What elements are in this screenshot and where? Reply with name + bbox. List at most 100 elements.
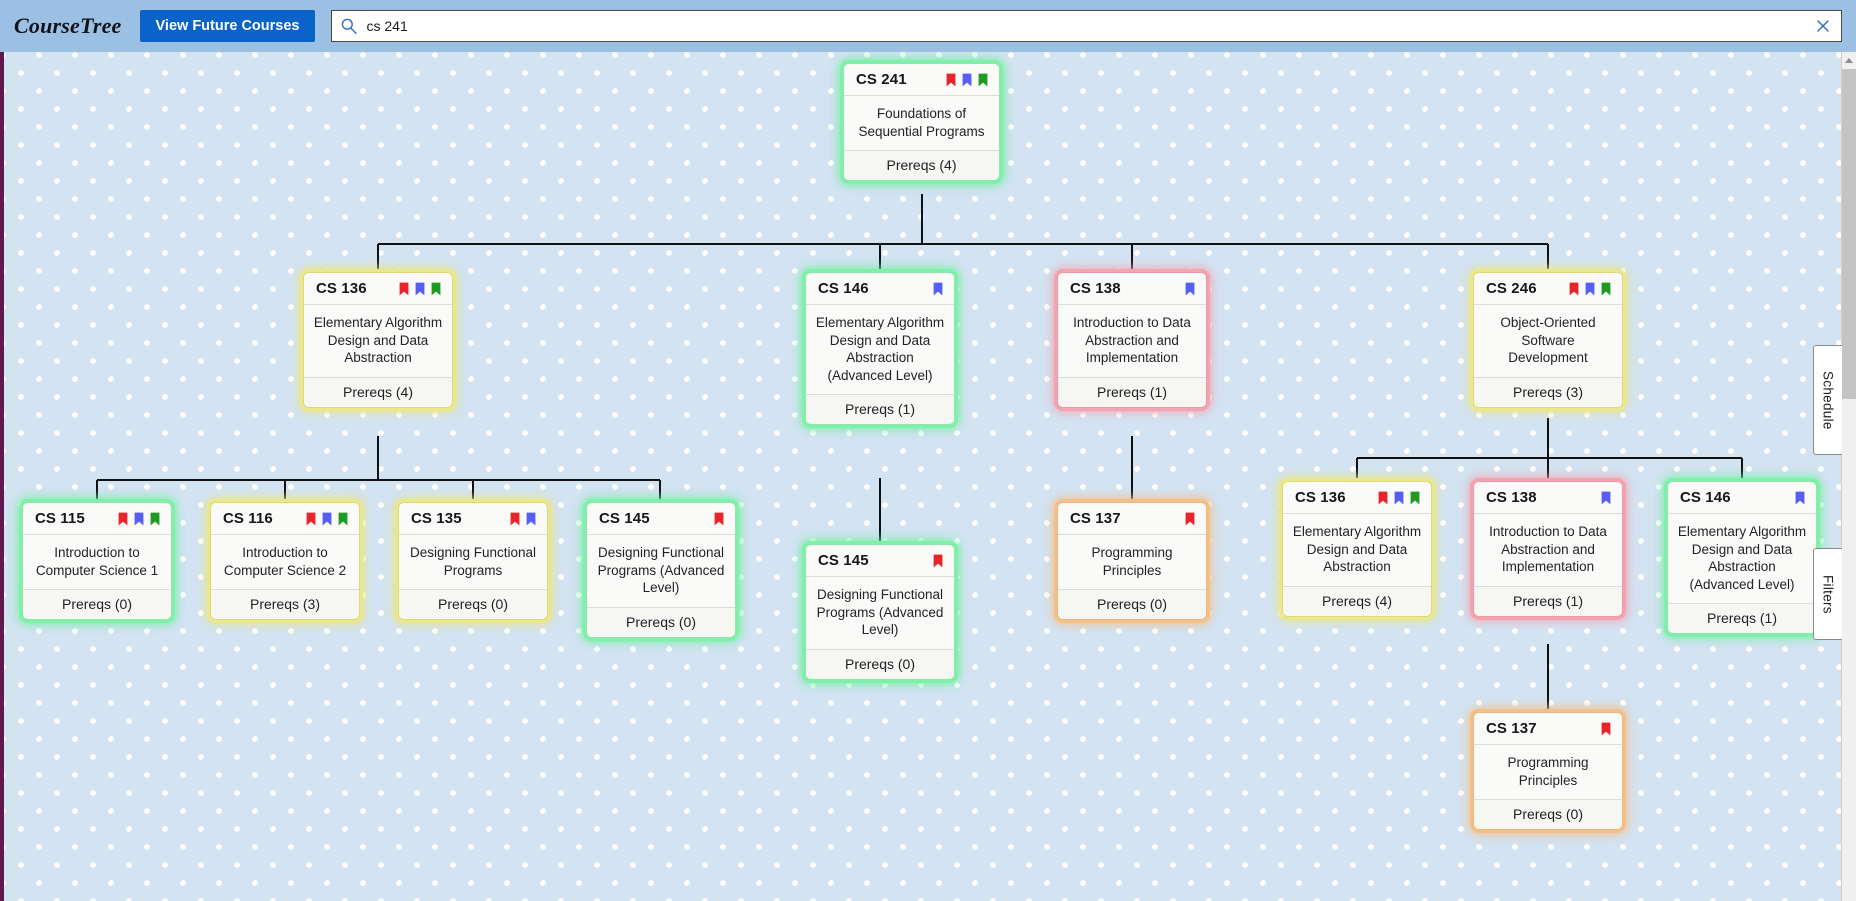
course-code: CS 246: [1486, 280, 1537, 297]
prereqs-count[interactable]: Prereqs (3): [1474, 376, 1622, 407]
bookmark-blue-icon[interactable]: [1394, 491, 1404, 505]
bookmark-red-icon[interactable]: [1569, 282, 1579, 296]
bookmark-red-icon[interactable]: [933, 554, 943, 568]
schedule-tab[interactable]: Schedule: [1813, 345, 1842, 455]
bookmark-red-icon[interactable]: [714, 512, 724, 526]
bookmark-blue-icon[interactable]: [322, 512, 332, 526]
course-title: Elementary Algorithm Design and Data Abs…: [1292, 524, 1422, 575]
bookmark-blue-icon[interactable]: [134, 512, 144, 526]
bookmark-blue-icon[interactable]: [1185, 282, 1195, 296]
prereqs-count[interactable]: Prereqs (0): [1058, 589, 1206, 620]
filters-tab[interactable]: Filters: [1813, 548, 1842, 640]
prereqs-count[interactable]: Prereqs (0): [806, 648, 954, 679]
prereqs-count[interactable]: Prereqs (1): [1058, 376, 1206, 407]
course-title: Introduction to Data Abstraction and Imp…: [1073, 315, 1191, 366]
prereqs-count[interactable]: Prereqs (1): [1668, 603, 1816, 634]
course-title: Object-Oriented Software Development: [1500, 315, 1596, 366]
bookmark-green-icon[interactable]: [1410, 491, 1420, 505]
prereqs-count[interactable]: Prereqs (4): [304, 376, 452, 407]
bookmark-green-icon[interactable]: [1601, 282, 1611, 296]
search-icon: [342, 18, 358, 35]
prereqs-count[interactable]: Prereqs (0): [587, 606, 735, 637]
course-code: CS 241: [856, 71, 907, 88]
bookmark-red-icon[interactable]: [1601, 722, 1611, 736]
course-code: CS 145: [599, 510, 650, 527]
flag-group: [510, 512, 536, 526]
course-title: Designing Functional Programs: [409, 545, 537, 578]
prereqs-count[interactable]: Prereqs (3): [211, 589, 359, 620]
flag-group: [933, 282, 943, 296]
bookmark-green-icon[interactable]: [338, 512, 348, 526]
search-input[interactable]: [366, 11, 1815, 41]
course-title: Introduction to Computer Science 2: [223, 545, 347, 578]
bookmark-blue-icon[interactable]: [1601, 491, 1611, 505]
course-node-header: CS 145: [806, 545, 954, 577]
bookmark-blue-icon[interactable]: [415, 282, 425, 296]
course-code: CS 137: [1486, 720, 1537, 737]
left-accent-bar: [0, 52, 4, 901]
course-code: CS 137: [1070, 510, 1121, 527]
bookmark-red-icon[interactable]: [946, 73, 956, 87]
flag-group: [1601, 491, 1611, 505]
course-node-header: CS 115: [23, 503, 171, 535]
prereqs-count[interactable]: Prereqs (4): [1283, 585, 1431, 616]
prereqs-count[interactable]: Prereqs (1): [1474, 585, 1622, 616]
bookmark-red-icon[interactable]: [510, 512, 520, 526]
filters-tab-label: Filters: [1820, 574, 1836, 614]
bookmark-blue-icon[interactable]: [962, 73, 972, 87]
bookmark-red-icon[interactable]: [118, 512, 128, 526]
bookmark-blue-icon[interactable]: [1585, 282, 1595, 296]
bookmark-blue-icon[interactable]: [933, 282, 943, 296]
bookmark-green-icon[interactable]: [431, 282, 441, 296]
bookmark-red-icon[interactable]: [306, 512, 316, 526]
prereqs-count[interactable]: Prereqs (0): [1474, 799, 1622, 830]
course-code: CS 145: [818, 552, 869, 569]
search-bar[interactable]: [331, 10, 1842, 42]
course-code: CS 138: [1486, 489, 1537, 506]
bookmark-blue-icon[interactable]: [1795, 491, 1805, 505]
bookmark-red-icon[interactable]: [1185, 512, 1195, 526]
scrollbar-thumb[interactable]: [1842, 69, 1856, 399]
course-node-header: CS 136: [1283, 482, 1431, 514]
course-node-header: CS 146: [1668, 482, 1816, 514]
scroll-up-arrow-icon[interactable]: [1842, 52, 1856, 68]
flag-group: [118, 512, 160, 526]
bookmark-green-icon[interactable]: [150, 512, 160, 526]
flag-group: [1185, 282, 1195, 296]
course-title: Elementary Algorithm Design and Data Abs…: [313, 315, 443, 366]
course-title: Programming Principles: [1091, 545, 1173, 578]
schedule-tab-label: Schedule: [1820, 370, 1836, 430]
course-node-header: CS 146: [806, 273, 954, 305]
prereqs-count[interactable]: Prereqs (0): [23, 589, 171, 620]
course-node-header: CS 136: [304, 273, 452, 305]
bookmark-blue-icon[interactable]: [526, 512, 536, 526]
flag-group: [946, 73, 988, 87]
view-future-courses-button[interactable]: View Future Courses: [139, 9, 316, 43]
flag-group: [399, 282, 441, 296]
course-node-header: CS 137: [1058, 503, 1206, 535]
vertical-scrollbar[interactable]: [1841, 52, 1856, 901]
prereqs-count[interactable]: Prereqs (4): [844, 150, 999, 181]
close-icon[interactable]: [1815, 18, 1831, 34]
bookmark-green-icon[interactable]: [978, 73, 988, 87]
prereqs-count[interactable]: Prereqs (0): [399, 589, 547, 620]
bookmark-red-icon[interactable]: [1378, 491, 1388, 505]
bookmark-red-icon[interactable]: [399, 282, 409, 296]
prereqs-count[interactable]: Prereqs (1): [806, 394, 954, 425]
